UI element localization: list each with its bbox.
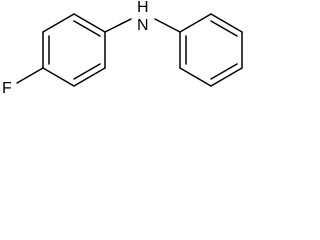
ring-a-double-3 <box>73 63 101 80</box>
ring-b-bond-5 <box>179 67 212 87</box>
carbon-fluorine-bond <box>16 67 44 84</box>
hydrogen-label: H <box>137 0 149 16</box>
ring-a-bond-1 <box>73 13 106 33</box>
aryl-nitrogen-bond-left <box>104 18 132 33</box>
ring-b-double-2 <box>210 63 238 80</box>
fluorine-label: F <box>2 80 12 97</box>
ring-a-bond-4 <box>42 67 75 87</box>
ring-a-bond-5 <box>73 67 106 87</box>
chemical-structure: F N H <box>2 0 243 97</box>
ring-a-double-1 <box>73 20 101 37</box>
ring-b-bond-4 <box>210 67 243 87</box>
fluorophenyl-ring <box>42 13 106 87</box>
ring-b-bond-1 <box>179 13 212 33</box>
ring-a-bond-2 <box>42 13 75 33</box>
ring-b-bond-2 <box>210 13 243 33</box>
aryl-nitrogen-bond-right <box>154 18 181 33</box>
ring-b-double-1 <box>210 20 238 37</box>
nitrogen-label: N <box>137 17 149 34</box>
phenyl-ring <box>179 13 243 87</box>
